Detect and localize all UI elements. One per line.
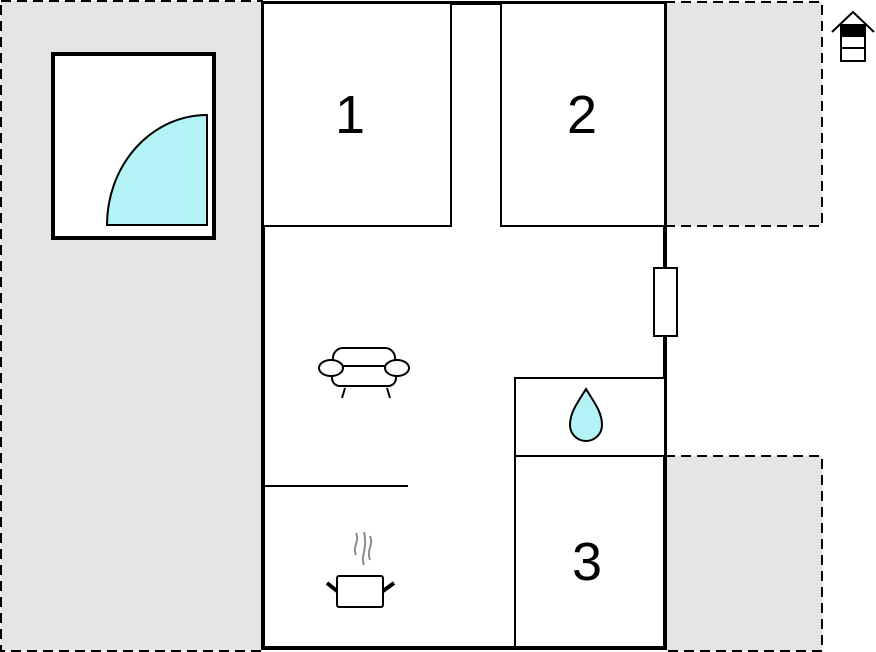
room-2-label: 2 [567, 85, 597, 145]
room-1-label: 1 [335, 85, 365, 145]
house-floor-icon [831, 10, 875, 62]
room-3 [514, 455, 666, 649]
room-3-label: 3 [572, 532, 602, 592]
kitchen-pot-icon [325, 531, 396, 608]
terrace-bottom-right [664, 455, 823, 652]
window [653, 267, 678, 337]
living-room-sofa-icon [318, 347, 410, 399]
shower-icon [51, 52, 216, 240]
room-2 [500, 2, 666, 227]
room-1 [262, 2, 452, 227]
terrace-top-right [664, 1, 823, 227]
bathroom-water-drop-icon [568, 387, 604, 442]
